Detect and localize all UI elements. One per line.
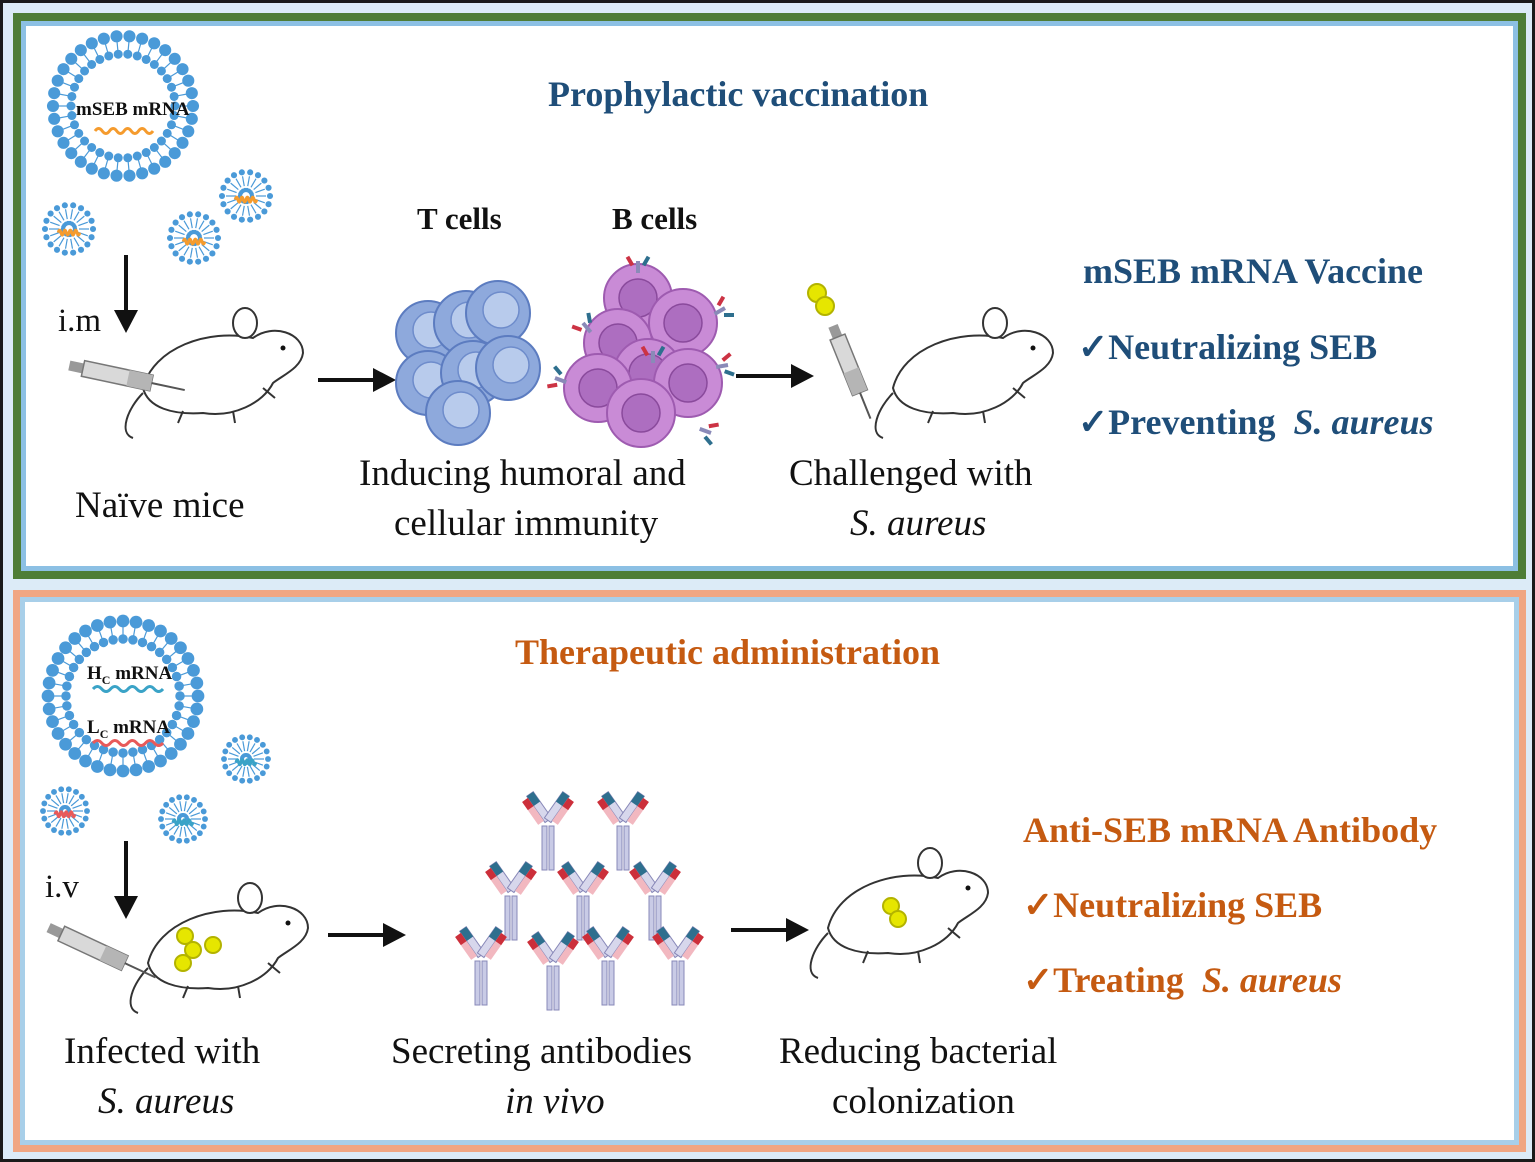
prophylactic-title: Prophylactic vaccination — [548, 74, 929, 114]
vaccine-benefit-neutralizing: ✓Neutralizing SEB — [1078, 327, 1378, 367]
arrow-icon — [318, 368, 396, 392]
lipid-nanoparticle-icon — [41, 30, 274, 265]
caption-infected-line2: S. aureus — [98, 1081, 235, 1122]
lnp-hc-label: HC mRNA — [87, 663, 172, 688]
vaccine-name: mSEB mRNA Vaccine — [1083, 251, 1424, 291]
prophylactic-panel-inner-frame — [21, 21, 1518, 571]
syringe-icon — [68, 359, 185, 392]
caption-secreting-line1: Secreting antibodies — [391, 1031, 693, 1072]
caption-inducing-line2: cellular immunity — [394, 503, 659, 544]
route-iv: i.v — [45, 869, 79, 905]
b-cells-label: B cells — [612, 201, 698, 236]
mouse-icon — [809, 847, 990, 979]
arrow-icon — [114, 255, 138, 333]
caption-reducing-line1: Reducing bacterial — [779, 1031, 1058, 1072]
prophylactic-panel — [13, 13, 1526, 579]
bacteria-icon — [882, 897, 907, 928]
b-cell-icon — [547, 255, 735, 448]
lipid-nanoparticle-icon — [40, 614, 271, 844]
lnp-mseb-label: mSEB mRNA — [76, 99, 190, 120]
therapeutic-panel-inner-frame — [20, 597, 1519, 1145]
caption-inducing-line1: Inducing humoral and — [359, 453, 686, 494]
caption-secreting-line2: in vivo — [505, 1081, 605, 1122]
bacteria-icon — [174, 927, 222, 972]
bacteria-icon — [807, 283, 835, 316]
lnp-lc-label: LC mRNA — [87, 717, 170, 742]
vaccine-benefit-preventing: ✓Preventing S. aureus — [1078, 401, 1434, 443]
arrow-icon — [736, 364, 814, 388]
therapeutic-title: Therapeutic administration — [515, 632, 941, 672]
antibody-name: Anti-SEB mRNA Antibody — [1023, 810, 1438, 850]
lc-sub: C — [99, 726, 109, 741]
route-im: i.m — [58, 303, 102, 339]
antibody-benefit-neutralizing: ✓Neutralizing SEB — [1023, 885, 1323, 925]
benefit-species: S. aureus — [1201, 960, 1342, 1000]
hc-h: H — [87, 663, 102, 684]
t-cells-label: T cells — [417, 201, 502, 236]
lc-rest: mRNA — [108, 717, 171, 738]
syringe-icon — [828, 324, 872, 420]
antibody-icon — [455, 791, 704, 1011]
lc-l: L — [87, 717, 100, 738]
therapeutic-panel — [13, 590, 1526, 1152]
caption-challenged-line1: Challenged with — [789, 453, 1033, 494]
caption-reducing-line2: colonization — [832, 1081, 1015, 1122]
benefit-prefix: ✓Preventing — [1078, 402, 1276, 442]
antibody-benefit-treating: ✓Treating S. aureus — [1023, 959, 1342, 1001]
mouse-icon — [124, 307, 305, 439]
arrow-icon — [328, 923, 406, 947]
benefit-prefix: ✓Treating — [1023, 960, 1184, 1000]
syringe-icon — [46, 923, 156, 979]
benefit-species: S. aureus — [1293, 402, 1434, 442]
hc-rest: mRNA — [110, 663, 173, 684]
t-cell-icon — [395, 280, 541, 446]
hc-sub: C — [101, 672, 111, 687]
caption-naive-mice: Naïve mice — [75, 485, 245, 526]
arrow-icon — [114, 841, 138, 919]
caption-infected-line1: Infected with — [64, 1031, 261, 1072]
arrow-icon — [731, 918, 809, 942]
caption-challenged-line2: S. aureus — [850, 503, 987, 544]
mouse-icon — [874, 307, 1055, 439]
